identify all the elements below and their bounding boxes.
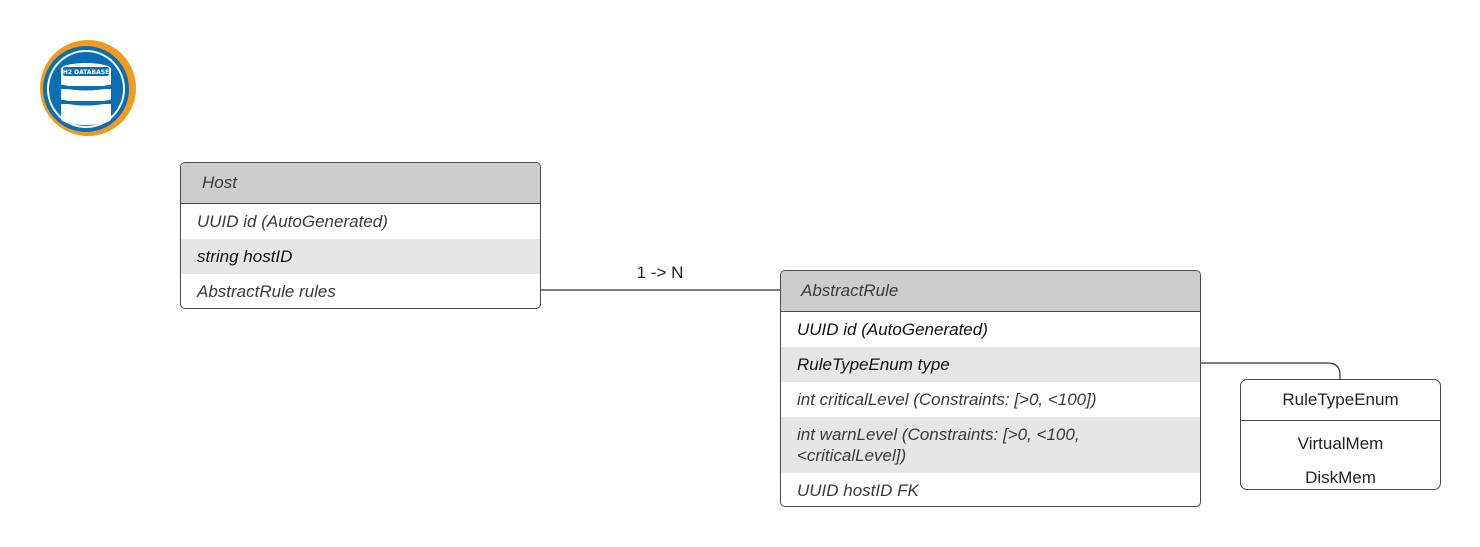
abstract-rule-entity[interactable]: AbstractRule UUID id (AutoGenerated) Rul… <box>780 270 1201 507</box>
database-icon: H2 DATABASE <box>40 40 136 136</box>
host-field-rules: AbstractRule rules <box>197 282 336 301</box>
relation-label: 1 -> N <box>636 263 684 282</box>
rule-enum-connector <box>1201 362 1341 379</box>
rule-field-id: UUID id (AutoGenerated) <box>797 320 988 339</box>
host-entity-title: Host <box>181 163 540 204</box>
rule-field-critical-level: int criticalLevel (Constraints: [>0, <10… <box>797 390 1097 409</box>
svg-text:H2 DATABASE: H2 DATABASE <box>63 69 109 76</box>
host-field-id: UUID id (AutoGenerated) <box>197 212 388 231</box>
host-field-hostid: string hostID <box>181 239 540 274</box>
rule-field-host-fk: UUID hostID FK <box>797 481 919 500</box>
rule-type-enum[interactable]: RuleTypeEnum VirtualMem DiskMem <box>1240 379 1441 490</box>
abstract-rule-entity-title: AbstractRule <box>781 271 1200 312</box>
h2-database-logo: H2 DATABASE <box>39 39 137 137</box>
rule-field-type: RuleTypeEnum type <box>781 347 1200 382</box>
rule-type-enum-title: RuleTypeEnum <box>1241 380 1440 421</box>
enum-value-diskmem: DiskMem <box>1305 468 1376 487</box>
host-entity[interactable]: Host UUID id (AutoGenerated) string host… <box>180 162 541 309</box>
enum-value-virtualmem: VirtualMem <box>1297 434 1384 453</box>
rule-field-warn-level: int warnLevel (Constraints: [>0, <100, <… <box>781 417 1200 473</box>
